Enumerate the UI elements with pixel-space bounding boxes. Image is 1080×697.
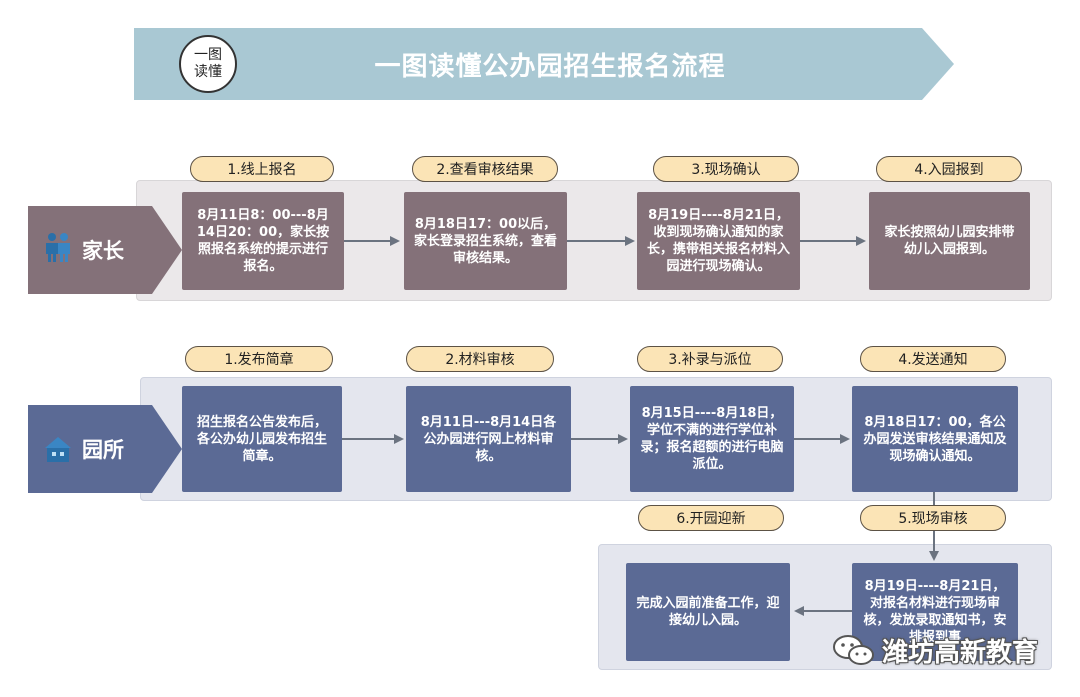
step-kinder-2: 8月11日---8月14日各公办园进行网上材料审核。 [406,386,571,492]
page-title: 一图读懂公办园招生报名流程 [374,51,726,82]
parents-label-text: 家长 [82,239,124,263]
watermark-text: 潍坊高新教育 [882,638,1039,668]
step-parents-4: 家长按照幼儿园安排带幼儿入园报到。 [869,192,1030,290]
tag-parents-4: 4.入园报到 [876,156,1022,182]
step-kinder-5: 8月19日----8月21日，对报名材料进行现场审核，发放录取通知书，安排报到事 [852,563,1018,661]
step-parents-3: 8月19日----8月21日，收到现场确认通知的家长，携带相关报名材料入园进行现… [637,192,800,290]
step-kinder-6: 完成入园前准备工作，迎接幼儿入园。 [626,563,790,661]
tag-parents-2: 2.查看审核结果 [412,156,558,182]
tag-parents-3: 3.现场确认 [653,156,799,182]
step-kinder-3: 8月15日----8月18日，学位不满的进行学位补录；报名超额的进行电脑派位。 [630,386,794,492]
watermark: 潍坊高新教育 [832,632,1038,669]
step-parents-1: 8月11日8：00---8月14日20：00，家长按照报名系统的提示进行报名。 [182,192,344,290]
badge-circle: 一图 读懂 [179,35,237,93]
tag-kinder-3: 3.补录与派位 [637,346,783,372]
parents-label: 家长 [28,206,182,294]
tag-kinder-6: 6.开园迎新 [638,505,784,531]
title-banner [134,28,954,100]
tag-parents-1: 1.线上报名 [190,156,334,182]
step-kinder-4: 8月18日17：00，各公办园发送审核结果通知及现场确认通知。 [852,386,1018,492]
tag-kinder-5: 5.现场审核 [860,505,1006,531]
building-icon [45,437,71,462]
badge-line-2: 读懂 [194,64,222,80]
tag-kinder-2: 2.材料审核 [406,346,554,372]
tag-kinder-1: 1.发布简章 [185,346,333,372]
step-kinder-1: 招生报名公告发布后，各公办幼儿园发布招生简章。 [182,386,342,492]
tag-kinder-4: 4.发送通知 [860,346,1006,372]
wechat-icon [833,634,874,665]
kindergarten-label-text: 园所 [82,438,124,462]
badge-line-1: 一图 [194,47,222,63]
step-parents-2: 8月18日17：00以后，家长登录招生系统，查看审核结果。 [404,192,567,290]
people-icon [46,233,70,262]
